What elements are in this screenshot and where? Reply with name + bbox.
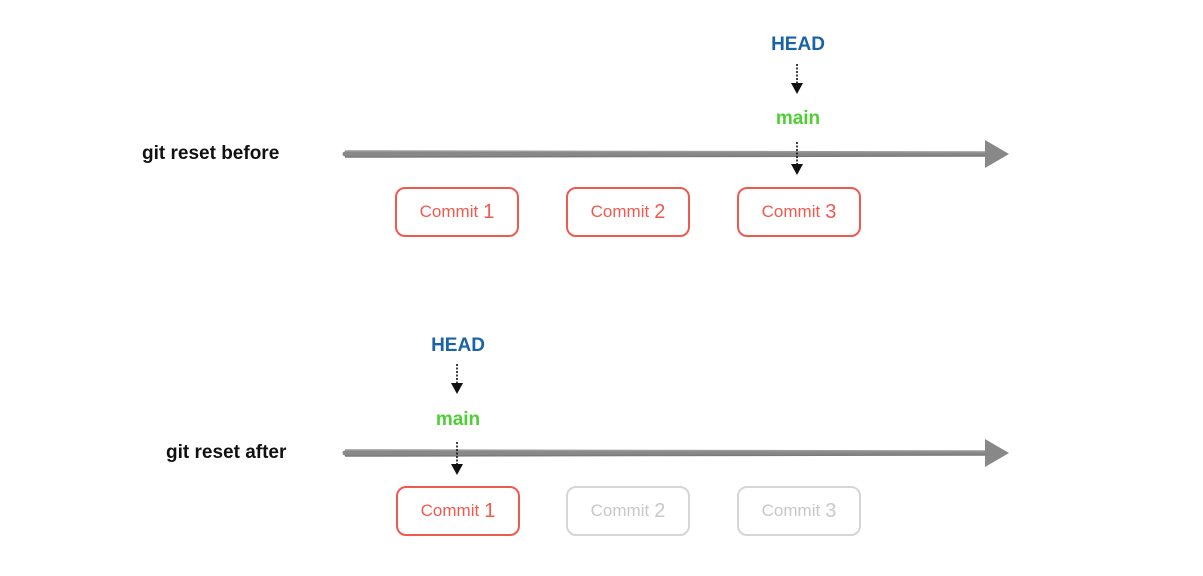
commit-number: 3	[825, 200, 837, 223]
commit-number: 1	[484, 499, 496, 522]
commit-number: 2	[654, 499, 666, 522]
row-label-after: git reset after	[166, 442, 287, 463]
timeline-after-arrowhead	[985, 439, 1009, 467]
head-to-main-arrow-before	[791, 64, 803, 94]
commit-label: Commit	[420, 501, 480, 520]
head-label-before: HEAD	[771, 34, 825, 55]
main-to-commit-arrow-after	[451, 442, 463, 475]
commit-label: Commit	[761, 202, 821, 221]
branch-label-after: main	[435, 409, 481, 430]
timeline-before-arrowhead	[985, 140, 1009, 168]
commit-number: 2	[654, 200, 666, 223]
head-label-after: HEAD	[431, 335, 485, 356]
main-to-commit-arrow-before	[791, 142, 803, 175]
commit-label: Commit	[761, 501, 821, 520]
timeline-after	[342, 439, 1009, 467]
commit-number: 3	[825, 499, 837, 522]
commit-label: Commit	[590, 202, 650, 221]
commit-number: 1	[483, 200, 495, 223]
commit-label: Commit	[419, 202, 479, 221]
head-to-main-arrow-after	[451, 364, 463, 394]
commit-label: Commit	[590, 501, 650, 520]
timeline-before	[342, 140, 1009, 168]
row-label-before: git reset before	[142, 143, 280, 164]
branch-label-before: main	[775, 108, 821, 129]
